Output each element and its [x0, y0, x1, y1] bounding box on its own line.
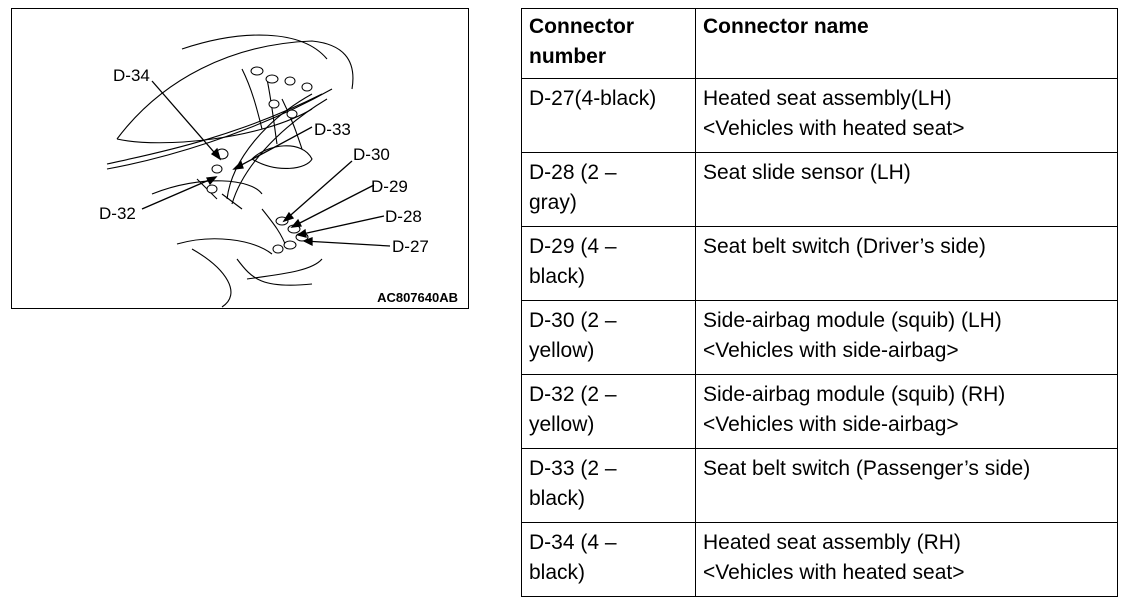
connector-condition-line: <Vehicles with side-airbag> [703, 413, 959, 436]
connector-number-cell: D-29 (4 – black) [521, 226, 696, 301]
header-connector-name: Connector name [695, 8, 1118, 79]
table-row: D-33 (2 – black) Seat belt switch (Passe… [521, 448, 1118, 523]
connector-name-line: Side-airbag module (squib) (RH) [703, 383, 1006, 406]
connector-number-line: D-27(4-black) [529, 87, 657, 110]
header-number-line: number [529, 45, 607, 68]
connector-name-cell: Seat slide sensor (LH) [695, 152, 1118, 227]
connector-name-cell: Seat belt switch (Passenger’s side) [695, 448, 1118, 523]
connector-number-line: D-29 (4 – [529, 235, 617, 258]
table-row: D-34 (4 – black) Heated seat assembly (R… [521, 522, 1118, 597]
connector-color-line: yellow) [529, 339, 595, 362]
connector-condition-line: <Vehicles with heated seat> [703, 561, 965, 584]
callout-d27: D-27 [392, 237, 429, 256]
callout-d29: D-29 [371, 177, 408, 196]
connector-number-line: D-32 (2 – [529, 383, 617, 406]
connector-number-cell: D-28 (2 – gray) [521, 152, 696, 227]
table-row: D-28 (2 – gray) Seat slide sensor (LH) [521, 152, 1118, 227]
connector-name-cell: Side-airbag module (squib) (RH) <Vehicle… [695, 374, 1118, 449]
table-row: D-27(4-black) Heated seat assembly(LH) <… [521, 78, 1118, 153]
connector-color-line: yellow) [529, 413, 595, 436]
connector-name-line: Heated seat assembly (RH) [703, 531, 961, 554]
connector-number-line: D-30 (2 – [529, 309, 617, 332]
connector-color-line: black) [529, 487, 586, 510]
table-header-row: Connector number Connector name [521, 8, 1118, 79]
connector-name-line: Heated seat assembly(LH) [703, 87, 952, 110]
connector-location-diagram: D-34 D-33 D-30 D-29 D-28 D-27 D-32 AC807… [11, 8, 469, 309]
connector-number-cell: D-27(4-black) [521, 78, 696, 153]
connector-condition-line: <Vehicles with side-airbag> [703, 339, 959, 362]
callout-d28: D-28 [385, 207, 422, 226]
connector-name-cell: Seat belt switch (Driver’s side) [695, 226, 1118, 301]
table-row: D-29 (4 – black) Seat belt switch (Drive… [521, 226, 1118, 301]
connector-color-line: gray) [529, 191, 577, 214]
callout-d30: D-30 [353, 145, 390, 164]
header-connector-number: Connector number [521, 8, 696, 79]
connector-name-cell: Heated seat assembly(LH) <Vehicles with … [695, 78, 1118, 153]
connector-name-line: Seat belt switch (Driver’s side) [703, 235, 986, 258]
connector-number-cell: D-32 (2 – yellow) [521, 374, 696, 449]
connector-color-line: black) [529, 265, 586, 288]
connector-table: Connector number Connector name D-27(4-b… [521, 8, 1118, 597]
header-number-line: Connector [529, 15, 634, 38]
connector-condition-line: <Vehicles with heated seat> [703, 117, 965, 140]
figure-id: AC807640AB [377, 290, 458, 305]
connector-name-line: Side-airbag module (squib) (LH) [703, 309, 1002, 332]
connector-name-line: Seat belt switch (Passenger’s side) [703, 457, 1031, 480]
connector-name-cell: Heated seat assembly (RH) <Vehicles with… [695, 522, 1118, 597]
vehicle-wiring-illustration [106, 34, 391, 308]
connector-number-line: D-33 (2 – [529, 457, 617, 480]
connector-name-cell: Side-airbag module (squib) (LH) <Vehicle… [695, 300, 1118, 375]
connector-number-line: D-34 (4 – [529, 531, 617, 554]
connector-color-line: black) [529, 561, 586, 584]
connector-number-cell: D-30 (2 – yellow) [521, 300, 696, 375]
connector-number-cell: D-33 (2 – black) [521, 448, 696, 523]
callout-d33: D-33 [314, 120, 351, 139]
table-row: D-30 (2 – yellow) Side-airbag module (sq… [521, 300, 1118, 375]
connector-name-line: Seat slide sensor (LH) [703, 161, 911, 184]
callout-d32: D-32 [99, 204, 136, 223]
table-row: D-32 (2 – yellow) Side-airbag module (sq… [521, 374, 1118, 449]
connector-number-cell: D-34 (4 – black) [521, 522, 696, 597]
connector-number-line: D-28 (2 – [529, 161, 617, 184]
callout-d34: D-34 [113, 66, 150, 85]
